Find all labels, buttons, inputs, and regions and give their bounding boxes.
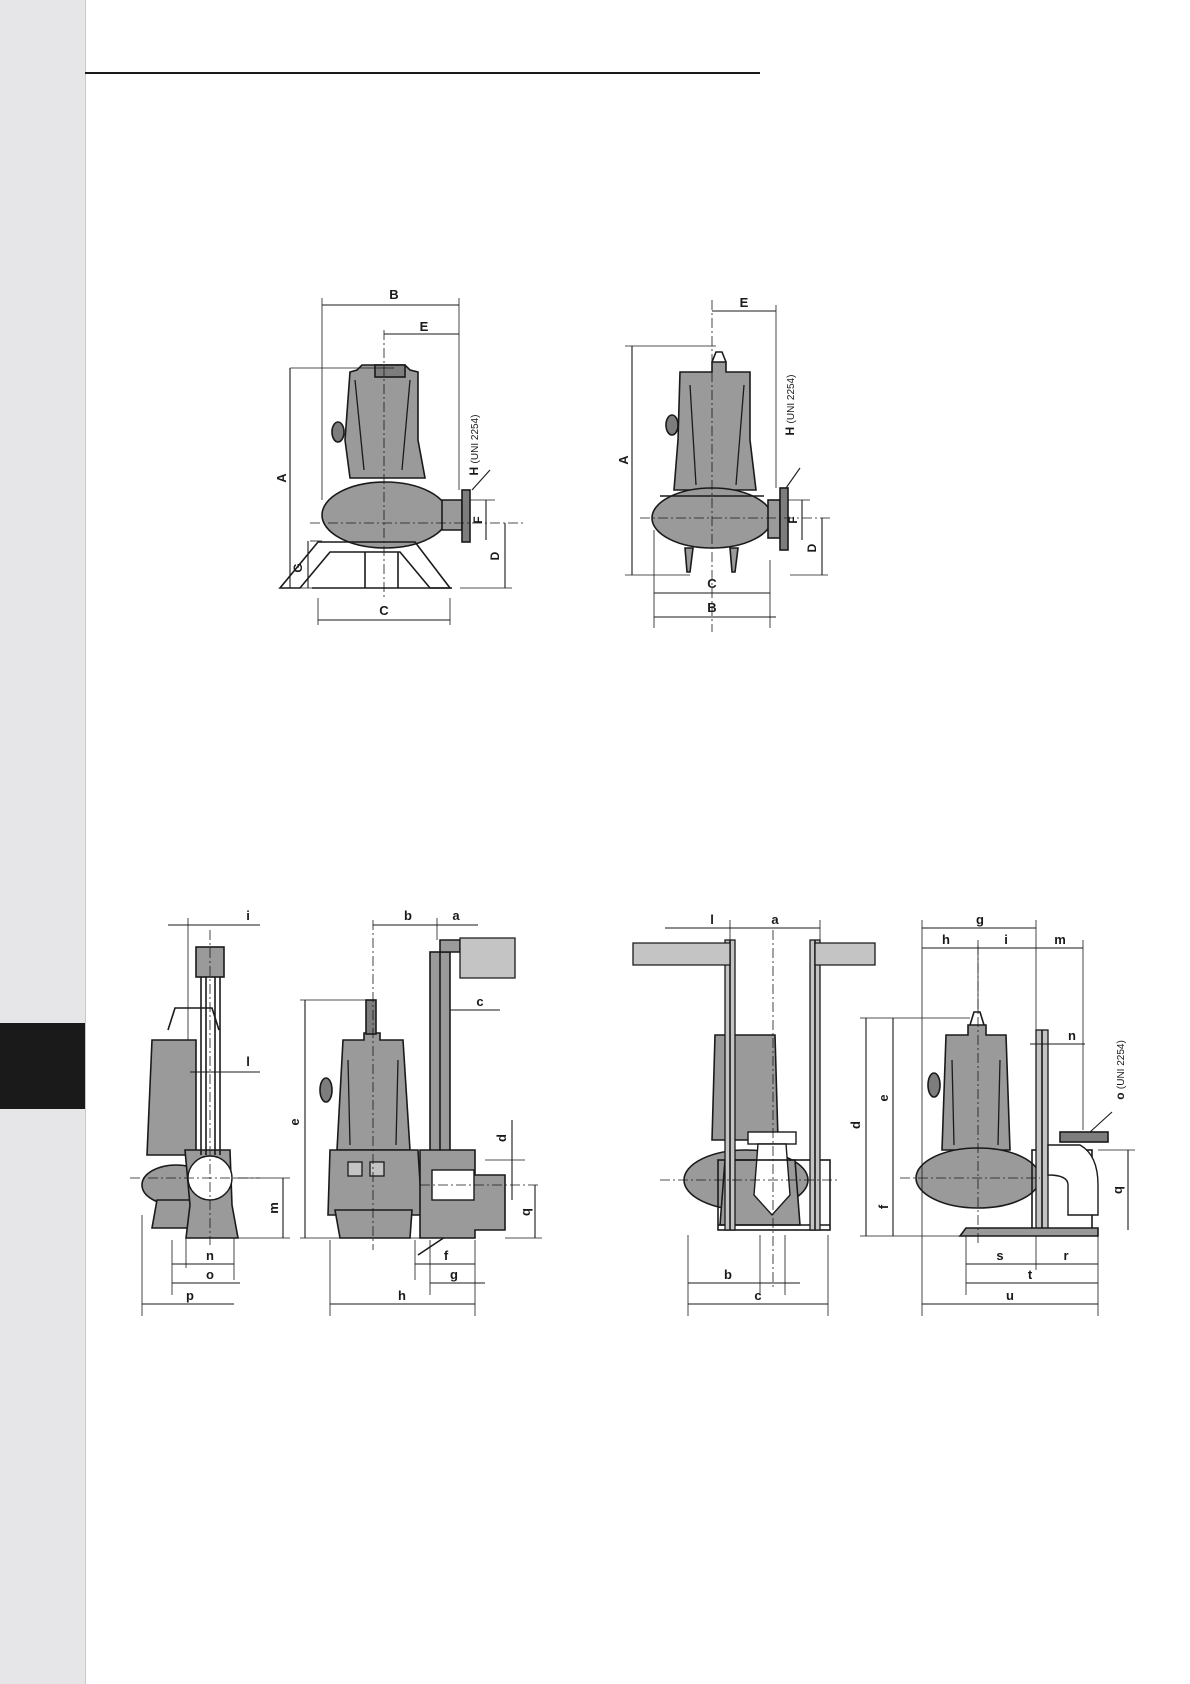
fig6-label-o: o (UNI 2254) [1113, 1040, 1127, 1100]
fig6-label-r: r [1063, 1248, 1068, 1263]
fig5-label-a: a [771, 912, 779, 927]
fig6-label-h: h [942, 932, 950, 947]
fig4-label-d: d [494, 1134, 509, 1142]
fig3-label-p: p [186, 1288, 194, 1303]
fig2-label-H: H (UNI 2254) [783, 375, 797, 436]
fig6-label-i: i [1004, 932, 1008, 947]
fig4-rail-front-view: b a c e d q f g h [287, 908, 542, 1316]
fig3-label-m: m [266, 1202, 281, 1214]
fig6-label-f: f [876, 1204, 891, 1209]
fig5-label-b: b [724, 1267, 732, 1282]
fig2-label-D: D [805, 543, 819, 552]
fig3-rail-side-view: i l m n o p [130, 908, 290, 1316]
fig1-label-A: A [274, 473, 289, 483]
fig6-label-d: d [848, 1121, 863, 1129]
fig2-label-E: E [740, 295, 749, 310]
fig4-label-h: h [398, 1288, 406, 1303]
fig6-label-u: u [1006, 1288, 1014, 1303]
fig6-label-g: g [976, 912, 984, 927]
fig4-label-f: f [444, 1248, 449, 1263]
fig1-label-F: F [471, 516, 485, 523]
fig4-label-e: e [287, 1118, 302, 1125]
fig6-label-n: n [1068, 1028, 1076, 1043]
fig2-pump-on-feet: E A C B H (UNI 2254) F D [616, 295, 830, 632]
fig5-label-l: l [710, 912, 714, 927]
fig2-label-F: F [786, 516, 800, 523]
fig3-label-o: o [206, 1267, 214, 1282]
fig1-pump-on-stand: B E A G C H (UNI 2254) F D [274, 287, 525, 625]
fig1-label-E: E [420, 319, 429, 334]
fig4-label-g: g [450, 1267, 458, 1282]
fig3-label-l: l [246, 1054, 250, 1069]
fig1-label-D: D [488, 551, 502, 560]
fig1-label-H: H (UNI 2254) [467, 415, 481, 476]
fig2-label-A: A [616, 455, 631, 465]
fig2-label-C: C [707, 576, 717, 591]
fig4-label-q: q [518, 1208, 533, 1216]
fig6-label-t: t [1028, 1267, 1033, 1282]
fig6-twin-rail-side-view: g h i m n o (UNI 2254) d e f q s r t u [848, 912, 1135, 1316]
fig5-label-c: c [754, 1288, 761, 1303]
fig5-twin-rail-front-view: l a b c [633, 912, 875, 1316]
fig4-label-c: c [476, 994, 483, 1009]
fig6-label-s: s [996, 1248, 1003, 1263]
fig3-label-n: n [206, 1248, 214, 1263]
fig1-label-C: C [379, 603, 389, 618]
fig4-label-a: a [452, 908, 460, 923]
fig6-label-q: q [1110, 1186, 1125, 1194]
fig6-label-e: e [876, 1094, 891, 1101]
fig2-label-B: B [707, 600, 716, 615]
fig3-label-i: i [246, 908, 250, 923]
fig1-label-B: B [389, 287, 398, 302]
fig4-label-b: b [404, 908, 412, 923]
fig1-label-G: G [291, 563, 305, 572]
fig6-label-m: m [1054, 932, 1066, 947]
